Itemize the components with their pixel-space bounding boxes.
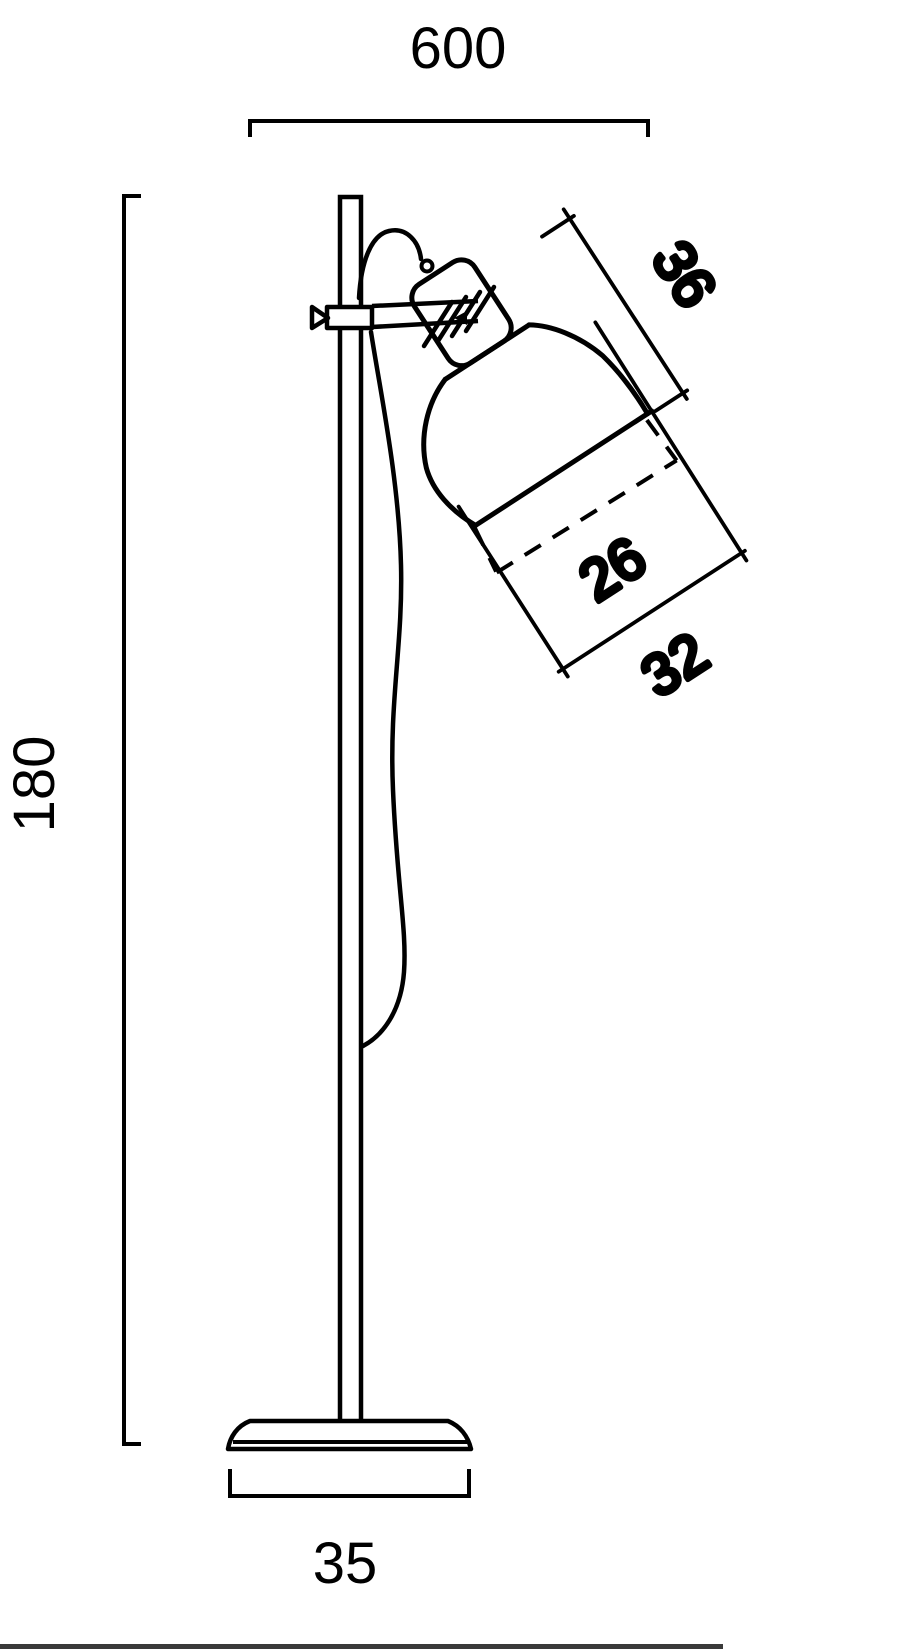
- inner-rim-right-connector: [645, 418, 679, 462]
- shade-rim-line: [471, 408, 655, 529]
- base-dimension: [228, 1469, 471, 1498]
- dimension-label-head-length: 36: [639, 230, 729, 320]
- mounting-arm: [309, 298, 479, 331]
- hatch-line: [435, 294, 469, 344]
- width-dimension: [248, 119, 650, 137]
- dimension-label-overall-height: 180: [2, 736, 67, 833]
- height-dimension: [122, 194, 141, 1446]
- lamp-shade-left-edge: [421, 376, 479, 528]
- shade-inner-dashed-line: [473, 418, 679, 575]
- base-outline: [225, 1418, 474, 1452]
- base-dimension-bracket: [228, 1469, 471, 1498]
- shade-outer-dimension: [456, 320, 749, 679]
- width-dimension-bracket: [248, 119, 650, 137]
- outer-dim-line: [556, 548, 747, 674]
- clamp-wing-screw: [309, 304, 331, 331]
- lamp-shade-right-edge: [526, 322, 651, 417]
- lamp-pole: [337, 194, 364, 1422]
- dimension-label-shade-outer: 32: [630, 620, 720, 710]
- head-length-dim-line: [561, 207, 689, 401]
- lamp-base: [225, 1418, 474, 1452]
- cable-hook: [419, 258, 435, 274]
- dimension-label-overall-width: 600: [410, 16, 507, 81]
- outer-dim-right-extension: [593, 320, 749, 563]
- head-length-tick-bottom: [653, 388, 690, 413]
- hanging-cable: [360, 329, 407, 1049]
- head-length-dimension: [540, 207, 690, 413]
- inner-rim-line: [495, 458, 678, 575]
- lamp-head-assembly: 36 26 32: [409, 207, 749, 712]
- arm-bar-top-line: [371, 298, 479, 309]
- housing-shoulder-line: [442, 322, 532, 382]
- height-dimension-bracket: [122, 194, 141, 1446]
- adjustment-clamp: [324, 304, 375, 331]
- arm-bar-bottom-line: [371, 318, 479, 330]
- dimension-label-shade-inner: 26: [568, 524, 658, 614]
- cable-loop: [356, 228, 435, 301]
- outer-dim-left-extension: [456, 504, 570, 679]
- cable-loop-curve: [356, 228, 424, 301]
- head-length-tick-top: [540, 214, 576, 239]
- bottom-rule: [0, 1644, 723, 1649]
- dimension-label-base-width: 35: [313, 1531, 378, 1596]
